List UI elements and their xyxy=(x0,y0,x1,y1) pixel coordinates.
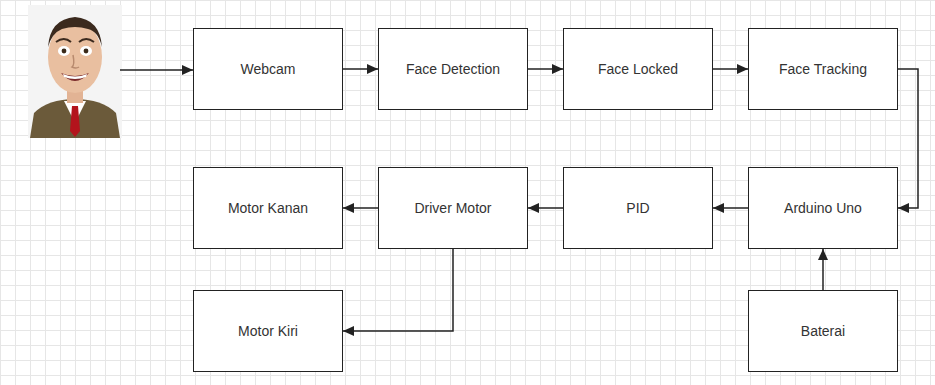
flow-arrow xyxy=(528,207,563,209)
box-label: Face Tracking xyxy=(779,61,867,78)
photo-ground xyxy=(28,5,122,138)
process-box: Face Detection xyxy=(378,28,528,110)
box-label: Face Detection xyxy=(406,61,500,78)
pupil xyxy=(62,49,67,54)
box-label: Baterai xyxy=(801,323,845,340)
flow-arrow xyxy=(713,68,748,70)
flow-arrow xyxy=(898,69,918,208)
process-box: Baterai xyxy=(748,290,898,372)
flow-arrow xyxy=(822,249,824,290)
process-box: Driver Motor xyxy=(378,167,528,249)
mouth xyxy=(61,73,89,81)
flow-arrow xyxy=(343,207,378,209)
suit xyxy=(30,99,120,138)
eye xyxy=(58,46,70,56)
box-label: Webcam xyxy=(241,61,296,78)
eye xyxy=(80,46,92,56)
nose xyxy=(72,55,79,68)
brow xyxy=(79,39,94,42)
process-box: Webcam xyxy=(193,28,343,110)
input-arrow xyxy=(120,69,193,71)
box-label: Motor Kanan xyxy=(228,200,308,217)
flow-arrow xyxy=(343,249,453,331)
process-box: Face Locked xyxy=(563,28,713,110)
box-label: Face Locked xyxy=(598,61,678,78)
box-label: Driver Motor xyxy=(414,200,491,217)
hair xyxy=(48,17,102,47)
person-photo xyxy=(28,5,122,138)
box-label: PID xyxy=(626,200,649,217)
process-box: Face Tracking xyxy=(748,28,898,110)
process-box: Motor Kiri xyxy=(193,290,343,372)
flow-arrow xyxy=(343,68,378,70)
brow xyxy=(56,39,71,42)
tie xyxy=(70,106,80,137)
flow-arrow xyxy=(713,207,748,209)
box-label: Motor Kiri xyxy=(238,323,298,340)
flow-arrow xyxy=(528,68,563,70)
process-box: Arduino Uno xyxy=(748,167,898,249)
process-box: PID xyxy=(563,167,713,249)
box-label: Arduino Uno xyxy=(784,200,862,217)
pupil xyxy=(84,49,89,54)
teeth xyxy=(63,74,87,79)
process-box: Motor Kanan xyxy=(193,167,343,249)
